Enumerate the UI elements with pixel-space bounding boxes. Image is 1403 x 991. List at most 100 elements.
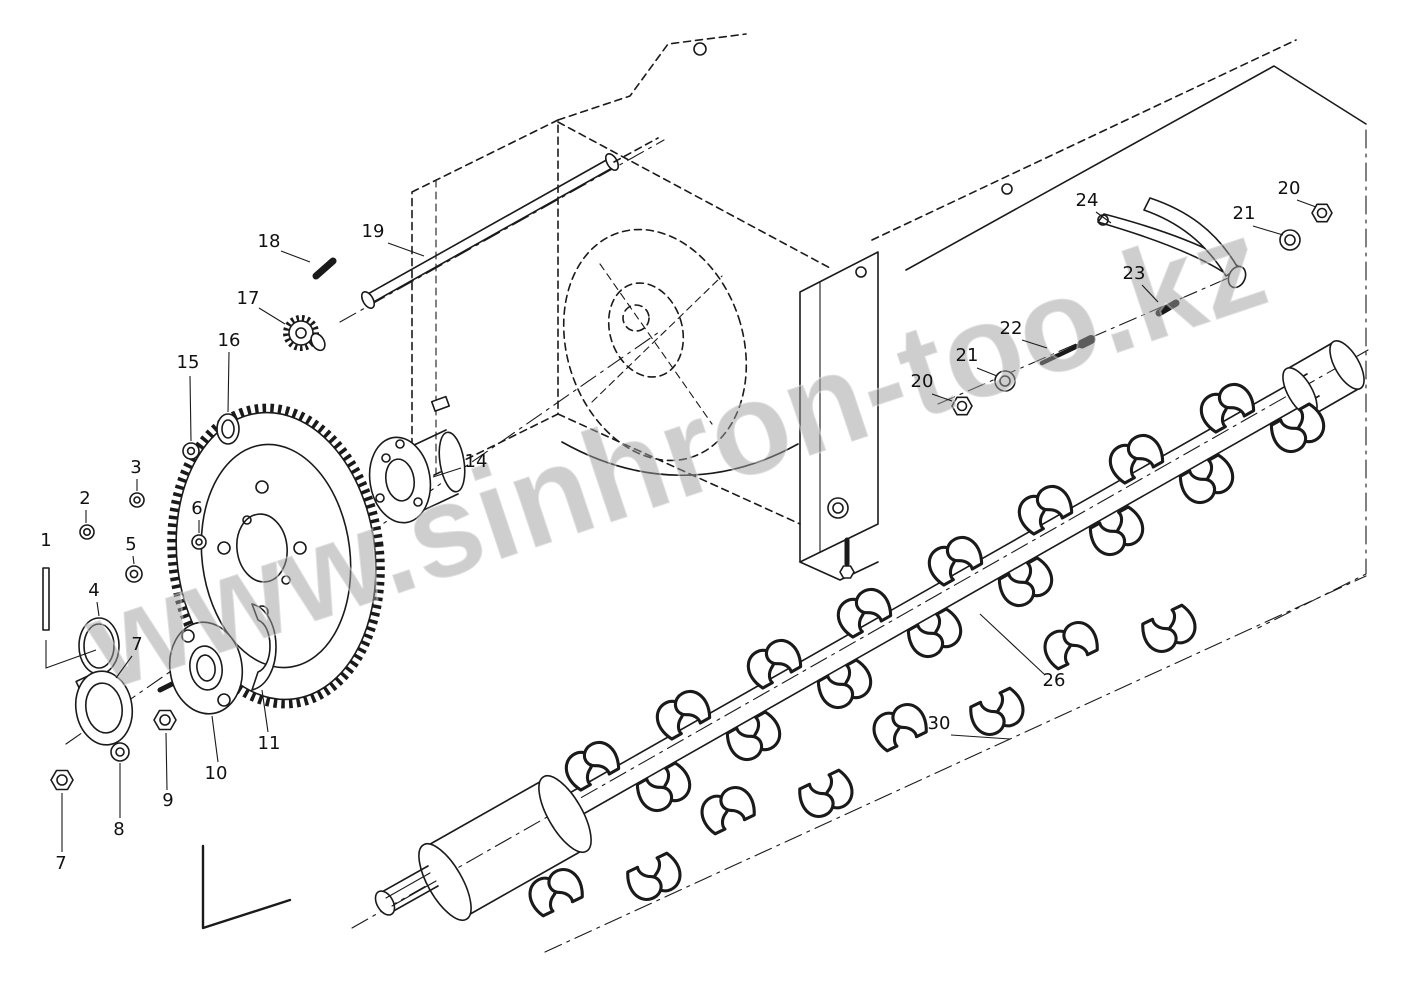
label-leader-line: [96, 601, 100, 617]
flail-clip: [694, 780, 760, 838]
gearbox-housing: [411, 33, 879, 581]
flail-clip: [740, 632, 807, 692]
label-leader-line: [1296, 199, 1317, 208]
fastener-parts: [42, 413, 240, 791]
plate-bolt: [827, 497, 849, 519]
flail-clip: [1084, 503, 1151, 563]
part-number-label: 8: [113, 819, 124, 840]
flail-clip: [812, 656, 879, 716]
label-leader-line: [165, 732, 168, 791]
label-leader-line: [45, 640, 97, 669]
gear-center-hole: [236, 513, 288, 583]
label-leader-line: [1021, 339, 1048, 349]
frame-hole: [855, 266, 867, 278]
flail-clip: [794, 766, 860, 824]
label-leader-line: [950, 734, 1011, 740]
part-number-label: 7: [55, 853, 66, 874]
pin-part: [1155, 299, 1180, 317]
rotor-drum: [424, 778, 586, 918]
coupling-sprocket: [283, 315, 326, 352]
flail-clip: [1137, 601, 1203, 659]
part-number-label: 4: [88, 580, 99, 601]
label-leader-line: [979, 613, 1045, 675]
hex-nut: [50, 769, 74, 791]
washer: [1279, 229, 1301, 251]
part-number-label: 5: [125, 534, 136, 555]
shaft-key: [430, 395, 451, 412]
plate-nut: [839, 565, 855, 579]
flail-clip: [921, 529, 988, 589]
part-number-label: 21: [956, 345, 979, 366]
label-leader-line: [258, 307, 286, 325]
part-number-label: 10: [205, 763, 228, 784]
label-leader-line: [931, 393, 953, 402]
flail-clip: [965, 684, 1031, 742]
part-number-label: 20: [1278, 178, 1301, 199]
label-leader-line: [1252, 225, 1284, 236]
part-number-label: 18: [258, 231, 281, 252]
housing-drum-outline: [562, 228, 748, 462]
part-number-label: 6: [191, 498, 202, 519]
flail-clip: [866, 697, 932, 755]
mounting-plate: [799, 251, 879, 563]
part-number-label: 7: [131, 634, 142, 655]
bearing-flange: [368, 429, 466, 524]
roll-pin: [312, 257, 337, 280]
bearing-cap: [251, 603, 277, 691]
label-leader-line: [261, 689, 269, 733]
label-leader-line: [1095, 211, 1112, 224]
flail-clip: [1037, 615, 1103, 673]
label-leader-line: [387, 242, 425, 257]
frame-corner-mark: [201, 844, 292, 930]
label-leader-line: [189, 375, 192, 442]
part-number-label: 16: [218, 330, 241, 351]
part-number-label: 9: [162, 790, 173, 811]
part-number-label: 21: [1233, 203, 1256, 224]
clamp-collar: [74, 670, 134, 746]
label-leader-line: [432, 467, 462, 478]
flail-clip: [1174, 451, 1241, 511]
label-leader-line: [211, 715, 219, 763]
rotor-assembly: [374, 340, 1365, 921]
label-leader-line: [280, 250, 311, 263]
part-number-label: 1: [40, 530, 51, 551]
pin-part: [42, 567, 50, 631]
flail-clip: [1193, 376, 1260, 436]
flail-clip: [993, 554, 1060, 614]
part-number-label: 24: [1076, 190, 1099, 211]
drive-gear: [167, 403, 385, 709]
washer: [994, 370, 1016, 392]
part-number-label: 2: [79, 488, 90, 509]
flail-clip: [830, 581, 897, 641]
part-number-label: 11: [258, 733, 281, 754]
label-leader-line: [132, 555, 135, 565]
tensioner-hardware: [951, 203, 1333, 416]
part-number-label: 3: [130, 457, 141, 478]
label-leader-line: [115, 655, 133, 679]
part-number-label: 20: [911, 371, 934, 392]
bolt: [1039, 341, 1085, 366]
tensioner-arm: [1097, 197, 1247, 289]
part-number-label: 22: [1000, 318, 1023, 339]
flail-clip: [631, 759, 698, 819]
flail-clip: [558, 734, 625, 794]
label-leader-line: [227, 351, 230, 413]
flail-clip: [1011, 478, 1078, 538]
pto-shaft: [360, 137, 659, 309]
label-leader-line: [976, 367, 998, 377]
part-number-label: 26: [1043, 670, 1066, 691]
part-number-label: 17: [237, 288, 260, 309]
label-leader-line: [1141, 284, 1159, 303]
part-number-label: 30: [928, 713, 951, 734]
machine-frame: [201, 39, 1367, 930]
flail-clip: [649, 683, 716, 743]
flail-clip: [1102, 427, 1169, 487]
frame-hole: [1001, 183, 1013, 195]
spline-stub: [379, 865, 439, 914]
part-number-label: 15: [177, 352, 200, 373]
hex-nut: [1311, 203, 1333, 223]
flail-clip: [522, 862, 588, 920]
